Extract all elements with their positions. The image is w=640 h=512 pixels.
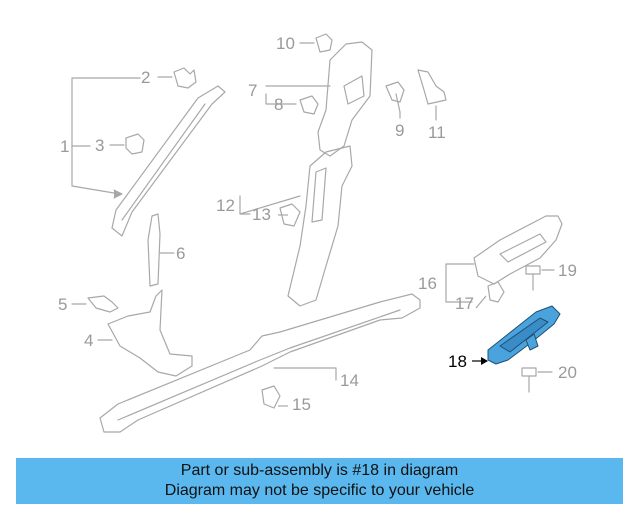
part-9-screw xyxy=(385,81,405,113)
callout-3: 3 xyxy=(95,136,104,155)
leader-14 xyxy=(273,367,337,381)
bracket-12 xyxy=(239,195,301,215)
callout-20: 20 xyxy=(558,363,577,382)
callout-12: 12 xyxy=(216,196,235,215)
bracket-7 xyxy=(265,85,331,105)
part-14-sill-plate xyxy=(99,293,421,433)
part-16-detail xyxy=(499,233,547,263)
part-10-clip xyxy=(315,33,333,53)
banner-line-2: Diagram may not be specific to your vehi… xyxy=(164,482,475,499)
clip-leaders xyxy=(278,214,487,407)
info-banner: Part or sub-assembly is #18 in diagram D… xyxy=(16,458,623,504)
callout-4: 4 xyxy=(84,331,93,350)
part-14-rib xyxy=(117,309,401,421)
part-2-clip xyxy=(173,67,197,89)
banner-line-1: Part or sub-assembly is #18 in diagram xyxy=(180,462,459,479)
callout-5: 5 xyxy=(58,295,67,314)
part-12-detail xyxy=(311,167,327,223)
part-17-clip xyxy=(487,281,505,303)
part-7-detail xyxy=(343,75,365,105)
bracket-16 xyxy=(445,263,475,303)
part-4-lower-cover xyxy=(107,289,193,377)
callout-15: 15 xyxy=(292,395,311,414)
part-7-b-pillar-upper xyxy=(317,41,373,157)
callout-1: 1 xyxy=(60,137,69,156)
callout-6: 6 xyxy=(176,244,185,263)
callout-14: 14 xyxy=(340,371,359,390)
callout-16: 16 xyxy=(418,274,437,293)
part-11-handle xyxy=(417,69,447,105)
arrow-1-tip xyxy=(113,189,123,199)
part-8-clip xyxy=(299,95,319,115)
part-16-rear-scuff xyxy=(473,215,563,285)
callout-2: 2 xyxy=(141,68,150,87)
callout-10: 10 xyxy=(276,34,295,53)
part-15-clip xyxy=(261,385,281,409)
part-6-strip xyxy=(147,213,161,287)
part-5-clip xyxy=(87,295,119,313)
callout-7: 7 xyxy=(248,81,257,100)
arrow-18-tip xyxy=(481,357,488,365)
bracket-1 xyxy=(71,77,141,195)
callout-11: 11 xyxy=(428,123,446,142)
callout-8: 8 xyxy=(274,95,283,114)
callout-18: 18 xyxy=(448,352,467,371)
callout-19: 19 xyxy=(558,261,577,280)
parts-diagram: 1 2 3 4 5 6 7 8 9 10 11 12 13 14 15 16 1… xyxy=(58,33,577,433)
part-1-a-pillar-trim xyxy=(111,85,226,237)
part-20-screw xyxy=(521,367,537,393)
part-13-clip xyxy=(279,203,301,227)
callout-13: 13 xyxy=(252,205,271,224)
part-18-highlighted xyxy=(487,305,561,365)
part-12-b-pillar-lower xyxy=(287,145,353,307)
callout-17: 17 xyxy=(455,294,474,313)
part-3-clip xyxy=(125,133,145,155)
part-19-screw xyxy=(525,265,541,291)
callout-9: 9 xyxy=(395,121,404,140)
